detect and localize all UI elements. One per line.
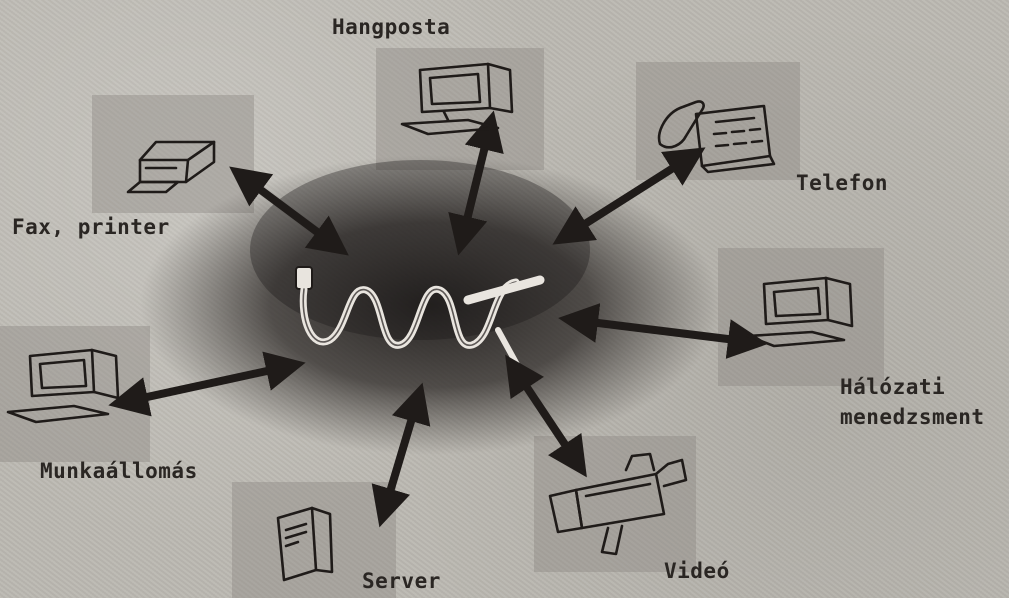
printer-icon — [126, 132, 226, 202]
server-tower-icon — [268, 500, 338, 584]
video-label: Videó — [664, 558, 730, 584]
hub-shadow — [140, 155, 720, 455]
voicemail-label: Hangposta — [332, 14, 450, 40]
telephone-icon — [656, 92, 778, 178]
network-management-label-line1: Hálózati — [840, 374, 945, 400]
network-management-label-line2: menedzsment — [840, 404, 985, 430]
fax-printer-label: Fax, printer — [12, 214, 170, 240]
voicemail-computer-icon — [398, 56, 518, 138]
workstation-label: Munkaállomás — [40, 458, 198, 484]
server-label: Server — [362, 568, 441, 594]
network-management-computer-icon — [746, 270, 858, 352]
video-camera-icon — [546, 450, 696, 560]
phone-label: Telefon — [796, 170, 888, 196]
workstation-computer-icon — [6, 342, 124, 426]
